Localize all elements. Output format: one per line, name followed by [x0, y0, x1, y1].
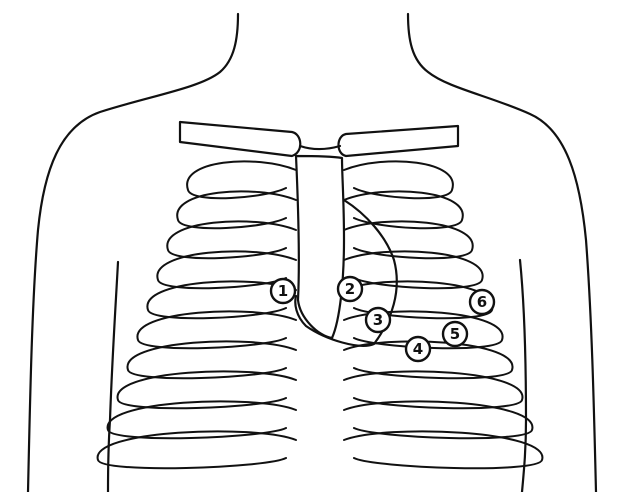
electrode-v1-label: 1	[278, 282, 288, 300]
electrode-v1: 1	[271, 279, 295, 303]
electrode-v2-label: 2	[345, 280, 355, 298]
electrode-v4-label: 4	[413, 340, 423, 358]
rib-left	[187, 161, 296, 198]
electrode-v3: 3	[366, 308, 390, 332]
right-arm-line	[520, 260, 526, 492]
electrode-v6-label: 6	[477, 293, 487, 311]
left-arm-line	[108, 262, 118, 492]
sternal-notch	[300, 146, 340, 149]
electrode-v4: 4	[406, 337, 430, 361]
clavicle-right	[339, 126, 459, 156]
rib-right	[344, 161, 453, 198]
electrode-v3-label: 3	[373, 311, 383, 329]
electrode-v6: 6	[470, 290, 494, 314]
clavicles	[180, 122, 458, 156]
electrode-v5-label: 5	[450, 325, 460, 343]
electrode-v2: 2	[338, 277, 362, 301]
ribs-left	[98, 161, 296, 468]
electrode-v5: 5	[443, 322, 467, 346]
sternum	[296, 156, 344, 338]
clavicle-left	[180, 122, 300, 156]
